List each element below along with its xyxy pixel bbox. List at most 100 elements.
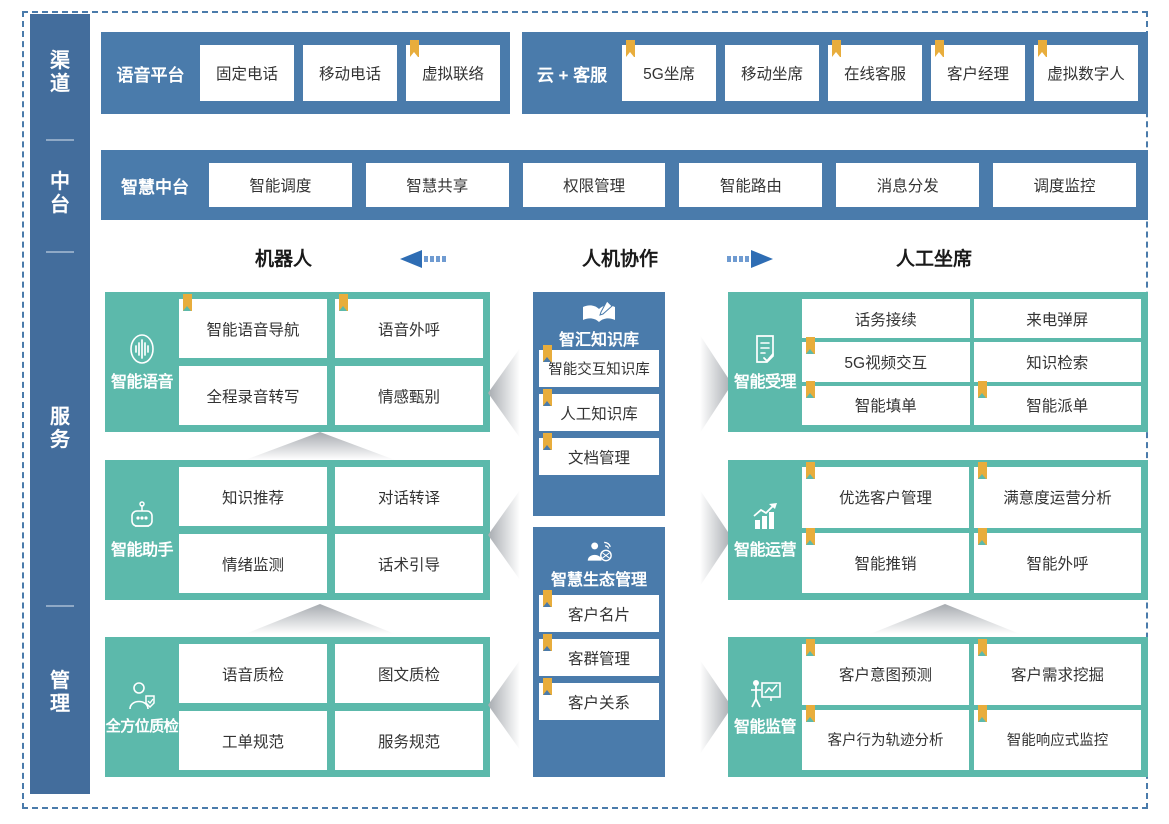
arrow-left-icon bbox=[400, 250, 446, 268]
center-stack-item[interactable]: 文档管理 bbox=[539, 433, 659, 475]
bookmark-flag-icon bbox=[626, 40, 635, 57]
chip-label: 优选客户管理 bbox=[838, 490, 932, 508]
panel-item[interactable]: 优选客户管理 bbox=[802, 462, 969, 528]
bookmark-flag-icon bbox=[339, 294, 348, 311]
panel-item[interactable]: 话务接续 bbox=[802, 299, 970, 339]
panel-item[interactable]: 工单规范 bbox=[179, 711, 327, 770]
column-header-row: 机器人 人机协作 人工坐席 bbox=[100, 236, 1148, 282]
book-pen-icon bbox=[583, 299, 615, 322]
chip-label: 工单规范 bbox=[221, 733, 284, 751]
channel-chip[interactable]: 虚拟数字人 bbox=[1034, 40, 1138, 101]
platform-chip[interactable]: 智能调度 bbox=[209, 163, 352, 207]
column-header-robot: 机器人 bbox=[255, 249, 313, 270]
channel-chip[interactable]: 移动坐席 bbox=[725, 45, 819, 101]
center-stack-item[interactable]: 智能交互知识库 bbox=[539, 345, 659, 387]
panel-title: 智能语音 bbox=[110, 374, 174, 391]
channel-chip[interactable]: 移动电话 bbox=[303, 45, 397, 101]
panel-intelligent-operations: 智能运营 优选客户管理 满意度运营分析 智能推销 智能外呼 bbox=[728, 460, 1148, 600]
chip-label: 权限管理 bbox=[563, 178, 626, 195]
panel-item[interactable]: 智能推销 bbox=[802, 527, 969, 593]
chip-label: 智慧共享 bbox=[406, 178, 469, 195]
chip-label: 移动电话 bbox=[318, 66, 381, 83]
channel-chip[interactable]: 客户经理 bbox=[931, 40, 1025, 101]
chip-label: 语音外呼 bbox=[377, 321, 440, 339]
platform-chip[interactable]: 权限管理 bbox=[522, 163, 666, 207]
panel-item-grid: 客户意图预测 客户需求挖掘 客户行为轨迹分析 智能响应式监控 bbox=[802, 637, 1148, 777]
channel-group-voice-platform: 语音平台 固定电话 移动电话 虚拟联络 bbox=[101, 32, 510, 114]
chip-label: 智能推销 bbox=[854, 555, 917, 573]
channel-chip[interactable]: 固定电话 bbox=[200, 45, 294, 101]
panel-item[interactable]: 满意度运营分析 bbox=[974, 462, 1141, 528]
presenter-chart-icon bbox=[751, 680, 781, 708]
platform-chip[interactable]: 调度监控 bbox=[993, 163, 1136, 207]
panel-item[interactable]: 知识检索 bbox=[973, 342, 1141, 382]
panel-item[interactable]: 来电弹屏 bbox=[973, 299, 1141, 339]
bookmark-flag-icon bbox=[806, 639, 815, 656]
chip-label: 客户行为轨迹分析 bbox=[827, 733, 944, 750]
center-stack-ecosystem-management: 智慧生态管理 客户名片 客群管理 客户关系 bbox=[533, 527, 665, 777]
flow-chevron-right-icon bbox=[700, 490, 732, 586]
sidebar-divider-3 bbox=[46, 605, 74, 607]
panel-item[interactable]: 语音质检 bbox=[179, 644, 327, 703]
panel-item-grid: 语音质检 图文质检 工单规范 服务规范 bbox=[179, 637, 490, 777]
center-stack-item[interactable]: 客户名片 bbox=[539, 590, 659, 632]
channel-chip[interactable]: 虚拟联络 bbox=[406, 40, 500, 101]
panel-item[interactable]: 对话转译 bbox=[335, 467, 483, 526]
chip-label: 语音质检 bbox=[221, 666, 284, 684]
panel-title: 智能监管 bbox=[733, 719, 797, 736]
chip-label: 图文质检 bbox=[377, 666, 440, 684]
panel-item[interactable]: 智能派单 bbox=[973, 380, 1141, 425]
chip-label: 知识检索 bbox=[1026, 354, 1089, 372]
bar-chart-arrow-icon bbox=[753, 503, 777, 529]
channel-chip[interactable]: 5G坐席 bbox=[622, 40, 716, 101]
panel-icon-column: 智能监管 bbox=[728, 677, 802, 737]
panel-item[interactable]: 语音外呼 bbox=[335, 294, 483, 358]
platform-chip[interactable]: 消息分发 bbox=[836, 163, 980, 207]
bookmark-flag-icon bbox=[977, 380, 987, 398]
flow-chevron-left-icon bbox=[488, 348, 520, 438]
flow-chevron-up-icon bbox=[245, 432, 395, 460]
panel-item[interactable]: 客户意图预测 bbox=[802, 639, 969, 705]
voice-wave-icon bbox=[130, 334, 154, 364]
channel-chip[interactable]: 在线客服 bbox=[828, 40, 922, 101]
bookmark-flag-icon bbox=[806, 337, 815, 355]
bookmark-flag-icon bbox=[543, 389, 552, 406]
chip-label: 智能调度 bbox=[249, 178, 312, 195]
panel-title: 智能受理 bbox=[733, 374, 797, 391]
center-stack-item[interactable]: 客户关系 bbox=[539, 678, 659, 720]
chip-label: 智能语音导航 bbox=[206, 321, 300, 339]
panel-item[interactable]: 情感甄别 bbox=[335, 366, 483, 425]
bookmark-flag-icon bbox=[806, 527, 815, 545]
panel-item[interactable]: 图文质检 bbox=[335, 644, 483, 703]
panel-item[interactable]: 全程录音转写 bbox=[179, 366, 327, 425]
chip-label: 文档管理 bbox=[567, 449, 630, 467]
bookmark-flag-icon bbox=[832, 40, 841, 57]
panel-item[interactable]: 话术引导 bbox=[335, 534, 483, 593]
chip-label: 话术引导 bbox=[377, 556, 440, 574]
form-check-icon bbox=[756, 335, 774, 363]
chip-label: 全程录音转写 bbox=[206, 388, 300, 406]
panel-item[interactable]: 客户需求挖掘 bbox=[974, 639, 1141, 705]
center-stack-title: 智汇知识库 bbox=[558, 331, 639, 349]
panel-item[interactable]: 智能外呼 bbox=[974, 527, 1141, 593]
chip-label: 智能路由 bbox=[719, 178, 782, 195]
panel-item-grid: 话务接续 来电弹屏 5G视频交互 知识检索 智能填单 智能派单 bbox=[802, 292, 1148, 432]
panel-item[interactable]: 情绪监测 bbox=[179, 534, 327, 593]
panel-item-grid: 知识推荐 对话转译 情绪监测 话术引导 bbox=[179, 460, 490, 600]
panel-item[interactable]: 智能语音导航 bbox=[179, 294, 327, 358]
platform-chip[interactable]: 智慧共享 bbox=[365, 163, 509, 207]
bookmark-flag-icon bbox=[410, 40, 419, 57]
platform-chip[interactable]: 智能路由 bbox=[679, 163, 823, 207]
panel-item[interactable]: 服务规范 bbox=[335, 711, 483, 770]
center-stack-item[interactable]: 客群管理 bbox=[539, 634, 659, 676]
panel-item[interactable]: 智能响应式监控 bbox=[974, 704, 1141, 770]
center-stack-item[interactable]: 人工知识库 bbox=[539, 389, 659, 431]
flow-chevron-right-icon bbox=[700, 335, 732, 433]
bookmark-flag-icon bbox=[543, 345, 552, 362]
chip-label: 智能填单 bbox=[854, 398, 917, 416]
panel-item[interactable]: 智能填单 bbox=[802, 380, 970, 425]
panel-item[interactable]: 知识推荐 bbox=[179, 467, 327, 526]
panel-item[interactable]: 客户行为轨迹分析 bbox=[802, 704, 969, 770]
panel-item[interactable]: 5G视频交互 bbox=[802, 337, 970, 382]
